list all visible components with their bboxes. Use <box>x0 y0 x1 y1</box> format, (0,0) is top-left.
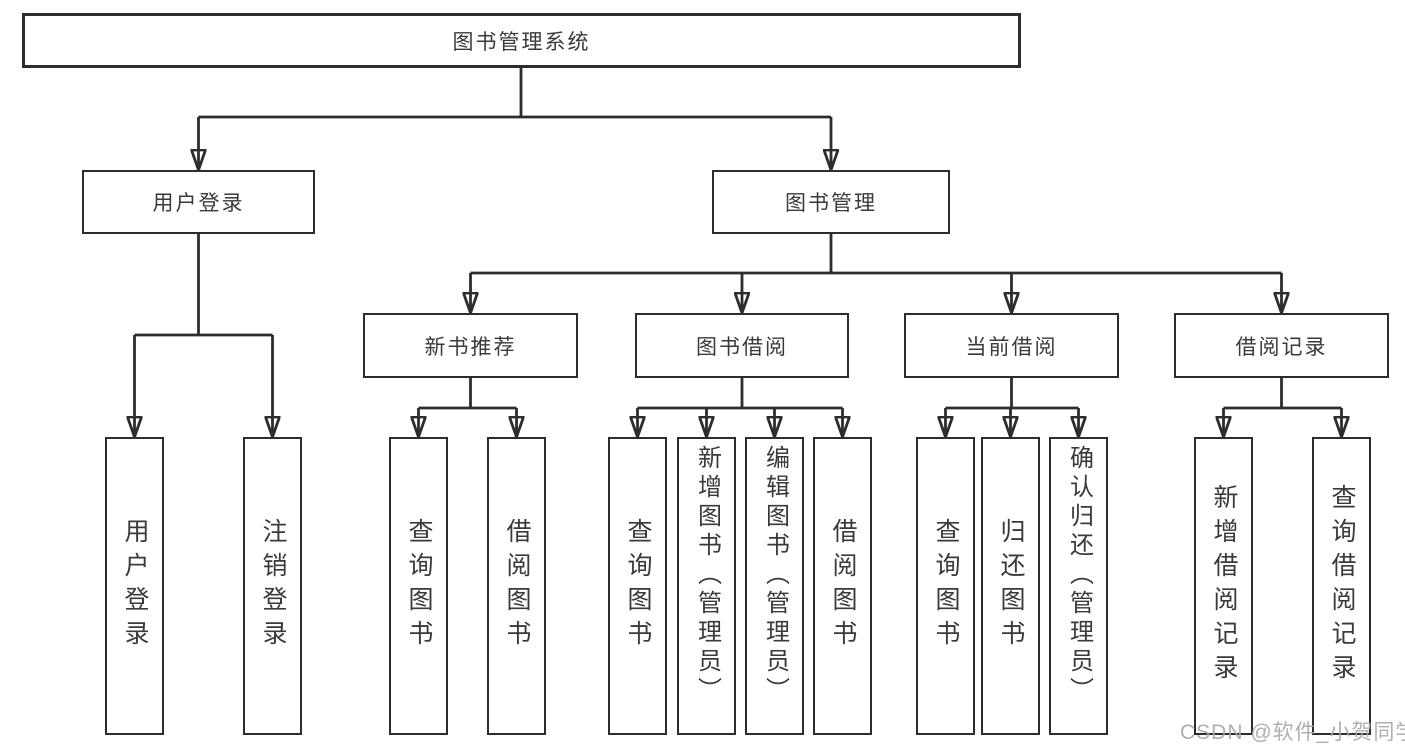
node-add-book-admin: 新增图书（管理员） <box>677 437 736 735</box>
connector-mgmt-to-level3 <box>471 234 1282 313</box>
node-user-login-leaf: 用户登录 <box>105 437 164 735</box>
node-book-management-label: 图书管理 <box>785 192 877 215</box>
node-borrow-books-recommend: 借阅图书 <box>487 437 546 735</box>
node-add-borrow-record: 新增借阅记录 <box>1194 437 1253 735</box>
node-user-login-label: 用户登录 <box>152 192 245 215</box>
node-query-borrow-record: 查询借阅记录 <box>1312 437 1371 735</box>
node-user-login-leaf-label: 用户登录 <box>121 518 149 654</box>
node-edit-book-admin-label: 编辑图书（管理员） <box>761 445 789 706</box>
node-add-book-admin-label: 新增图书（管理员） <box>693 445 721 706</box>
node-logout-label: 注销登录 <box>259 518 287 654</box>
node-borrowing-records-label: 借阅记录 <box>1235 335 1328 359</box>
node-user-login: 用户登录 <box>82 170 315 234</box>
node-library-system: 图书管理系统 <box>22 13 1021 68</box>
connector-records-to-leaves <box>1224 378 1342 437</box>
node-query-books-current-label: 查询图书 <box>932 518 960 654</box>
node-current-borrowing-label: 当前借阅 <box>965 335 1058 359</box>
node-query-books-borrowing: 查询图书 <box>608 437 667 735</box>
node-book-borrowing-label: 图书借阅 <box>696 335 788 359</box>
node-library-system-label: 图书管理系统 <box>452 30 591 54</box>
node-query-books-recommend: 查询图书 <box>389 437 448 735</box>
node-return-books: 归还图书 <box>981 437 1040 735</box>
node-query-books-current: 查询图书 <box>916 437 975 735</box>
csdn-watermark: CSDN @软件_小贺同学 <box>1180 721 1405 744</box>
node-borrow-books: 借阅图书 <box>813 437 872 735</box>
connector-borrowing-to-leaves <box>638 378 843 437</box>
node-new-book-recommendation: 新书推荐 <box>363 313 578 378</box>
node-add-borrow-record-label: 新增借阅记录 <box>1210 484 1238 688</box>
node-logout: 注销登录 <box>243 437 302 735</box>
connector-root-to-level2 <box>199 68 832 170</box>
node-edit-book-admin: 编辑图书（管理员） <box>745 437 804 735</box>
node-query-books-borrowing-label: 查询图书 <box>624 518 652 654</box>
node-query-books-recommend-label: 查询图书 <box>405 518 433 654</box>
node-confirm-return-admin: 确认归还（管理员） <box>1049 437 1108 735</box>
node-borrowing-records: 借阅记录 <box>1174 313 1389 378</box>
node-book-borrowing: 图书借阅 <box>635 313 849 378</box>
node-confirm-return-admin-label: 确认归还（管理员） <box>1065 445 1093 706</box>
node-current-borrowing: 当前借阅 <box>904 313 1119 378</box>
node-borrow-books-recommend-label: 借阅图书 <box>503 518 531 654</box>
node-borrow-books-label: 借阅图书 <box>829 518 857 654</box>
connector-login-to-leaves <box>135 234 273 437</box>
node-return-books-label: 归还图书 <box>997 518 1025 654</box>
connector-current-to-leaves <box>946 378 1079 437</box>
node-new-book-recommendation-label: 新书推荐 <box>424 335 517 359</box>
node-query-borrow-record-label: 查询借阅记录 <box>1328 484 1356 688</box>
node-book-management: 图书管理 <box>712 170 950 234</box>
connector-recommend-to-leaves <box>419 378 517 437</box>
